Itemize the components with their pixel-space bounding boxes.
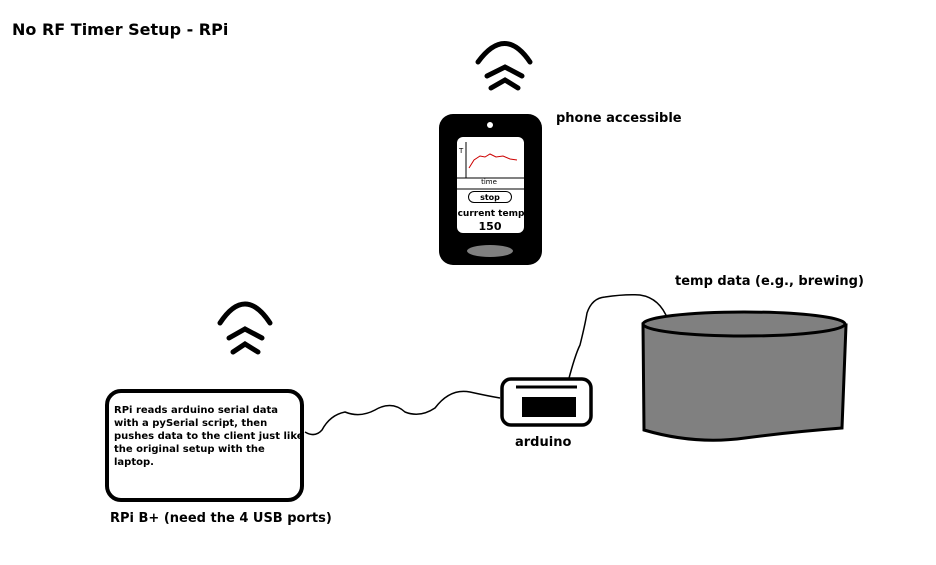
phone-current-temp-label: current temp [457, 209, 525, 219]
rpi-arduino-cable [304, 390, 501, 436]
rpi-board [105, 389, 304, 502]
phone-device [439, 114, 542, 265]
phone-chart-time-label: time [481, 178, 497, 186]
rpi-label: RPi B+ (need the 4 USB ports) [110, 511, 332, 526]
pot-label: temp data (e.g., brewing) [675, 274, 864, 289]
rpi-note: RPi reads arduino serial data with a pyS… [114, 405, 304, 468]
arduino-board [500, 377, 593, 427]
phone-temp-chart-line [468, 153, 518, 169]
arduino-label: arduino [515, 435, 572, 450]
page-title: No RF Timer Setup - RPi [12, 20, 229, 39]
phone-wireless-icon [475, 41, 533, 91]
phone-stop-button[interactable]: stop [468, 191, 512, 203]
arduino-pot-cable [567, 294, 669, 383]
phone-current-temp-value: 150 [478, 220, 502, 233]
rpi-wireless-icon [217, 301, 273, 355]
brewing-pot [641, 310, 848, 442]
phone-chart-axis-label: T [459, 147, 464, 155]
phone-label: phone accessible [556, 111, 682, 126]
